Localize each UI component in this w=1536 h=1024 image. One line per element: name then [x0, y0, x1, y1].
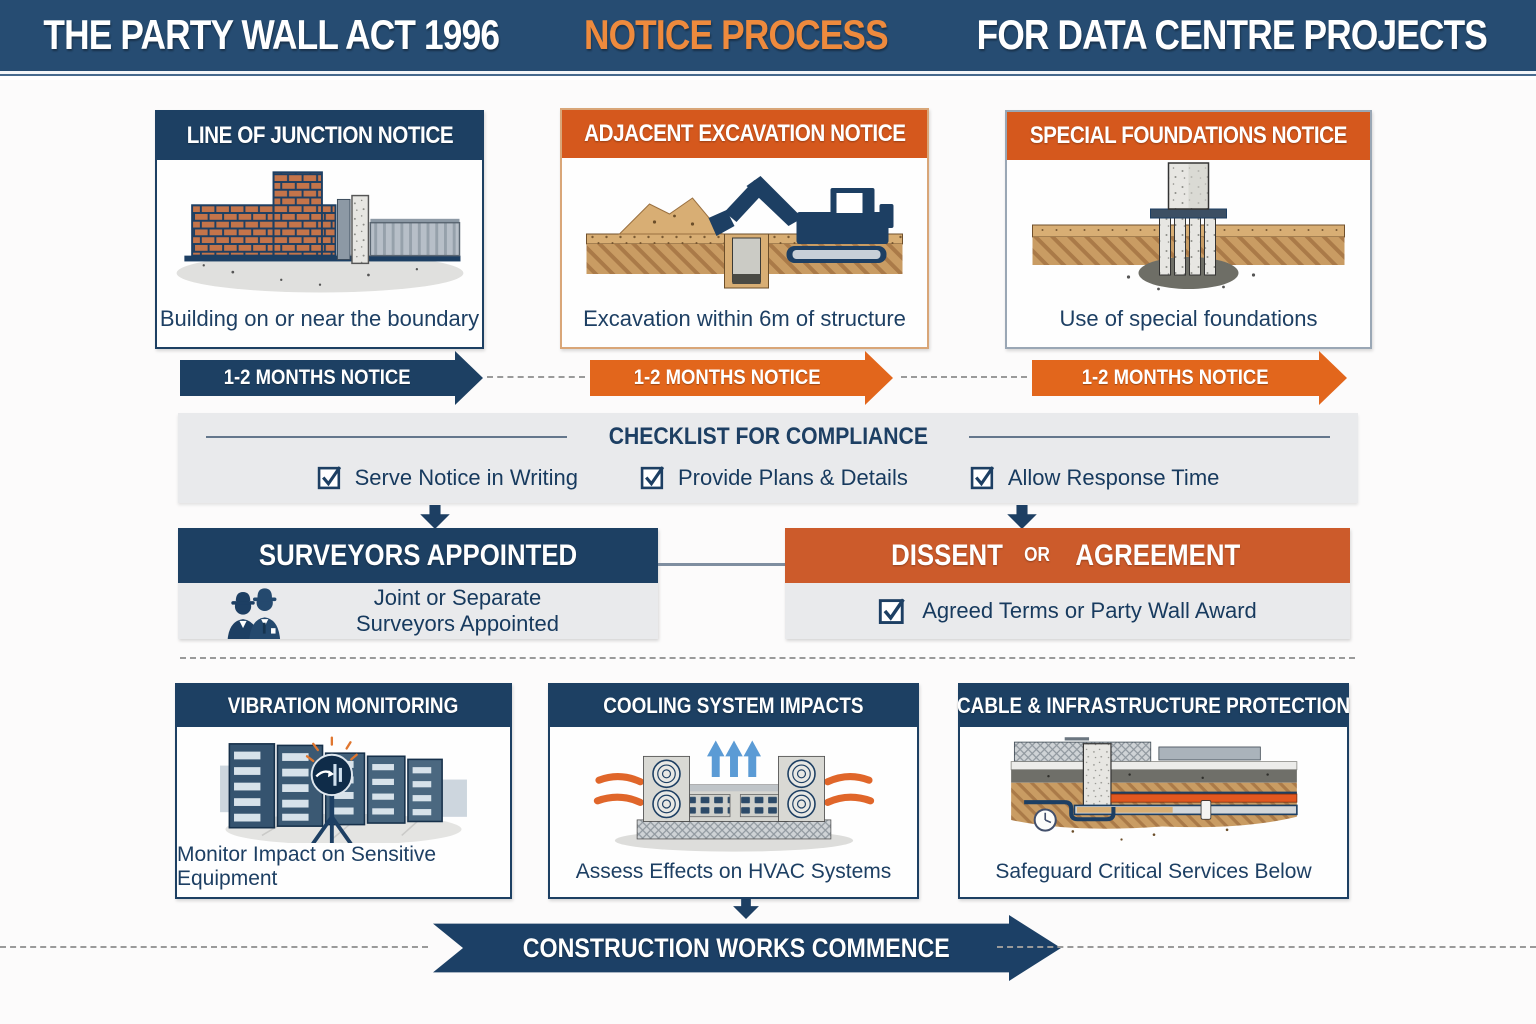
dashed-guide-right: [997, 946, 1536, 948]
divider-line: [206, 436, 567, 438]
divider-line: [969, 436, 1331, 438]
notice-card-title: LINE OF JUNCTION NOTICE: [186, 122, 453, 149]
surveyors-appointed-header: SURVEYORS APPOINTED: [178, 528, 658, 583]
compliance-checklist-panel: CHECKLIST FOR COMPLIANCE Serve Notice in…: [178, 413, 1358, 503]
impact-card-vibration-monitoring: VIBRATION MONITORING: [175, 683, 512, 899]
surveyors-appointed-text: Joint or Separate Surveyors Appointed: [355, 585, 560, 636]
arrow-head-icon: [1319, 351, 1347, 405]
construction-commence-banner: CONSTRUCTION WORKS COMMENCE: [433, 915, 1061, 981]
checklist-title: CHECKLIST FOR COMPLIANCE: [608, 423, 928, 450]
dashed-connector: [901, 376, 1027, 378]
impact-card-caption: Monitor Impact on Sensitive Equipment: [177, 843, 437, 890]
hvac-units-icon: [593, 739, 874, 852]
impact-card-title: VIBRATION MONITORING: [228, 693, 459, 718]
impact-card-cable-protection: CABLE & INFRASTRUCTURE PROTECTION: [956, 683, 1351, 899]
notice-card-illustration-area: [1007, 160, 1370, 297]
notice-period-arrow-2: 1-2 MONTHS NOTICE: [590, 351, 893, 405]
notice-period-arrow-3: 1-2 MONTHS NOTICE: [1032, 351, 1347, 405]
notice-card-line-of-junction: LINE OF JUNCTION NOTICE Building on or n…: [155, 110, 484, 349]
page-title-highlight: NOTICE PROCESS: [583, 11, 889, 58]
down-arrow-icon: [1004, 505, 1040, 534]
agreement-title: AGREEMENT: [1075, 538, 1240, 572]
dashed-guide-left: [0, 946, 428, 948]
page-title-part2: FOR DATA CENTRE PROJECTS: [976, 11, 1488, 58]
brick-wall-boundary-icon: [176, 171, 463, 293]
notice-card-illustration-area: [157, 160, 482, 297]
checkbox-checked-icon: [640, 466, 665, 490]
impact-card-caption: Safeguard Critical Services Below: [995, 860, 1312, 883]
impact-card-illustration-area: [550, 727, 917, 853]
surveyors-appointed-title: SURVEYORS APPOINTED: [258, 538, 578, 572]
dissent-title: DISSENT: [890, 538, 1003, 572]
construction-commence-label: CONSTRUCTION WORKS COMMENCE: [522, 932, 950, 963]
server-racks-sensor-icon: [220, 736, 467, 843]
impact-card-header: CABLE & INFRASTRUCTURE PROTECTION: [956, 685, 1351, 727]
notice-card-header: LINE OF JUNCTION NOTICE: [157, 112, 482, 160]
arrow-bar: 1-2 MONTHS NOTICE: [1032, 360, 1319, 396]
impact-card-header: VIBRATION MONITORING: [177, 685, 510, 727]
dissent-agreement-box: DISSENT or AGREEMENT Agreed Terms or Par…: [785, 528, 1350, 639]
arrow-head-icon: [455, 351, 483, 405]
dashed-connector: [487, 376, 585, 378]
section-separator: [180, 657, 1355, 659]
excavator-trench-icon: [586, 175, 903, 288]
notice-card-special-foundations: SPECIAL FOUNDATIONS NOTICE Use of specia…: [1005, 110, 1372, 349]
impact-card-illustration-area: [960, 727, 1347, 853]
piled-foundation-icon: [1032, 161, 1345, 290]
notice-card-caption: Excavation within 6m of structure: [583, 306, 906, 331]
checklist-item-label: Provide Plans & Details: [677, 464, 908, 490]
checklist-items: Serve Notice in Writing Provide Plans & …: [178, 464, 1358, 491]
notice-period-arrow-1: 1-2 MONTHS NOTICE: [180, 351, 483, 405]
impact-card-title: COOLING SYSTEM IMPACTS: [603, 693, 864, 718]
dissent-agreement-body: Agreed Terms or Party Wall Award: [785, 583, 1350, 639]
impact-card-header: COOLING SYSTEM IMPACTS: [550, 685, 917, 727]
impact-card-cooling-system: COOLING SYSTEM IMPACTS: [548, 683, 919, 899]
down-arrow-icon: [417, 505, 453, 534]
header-band: THE PARTY WALL ACT 1996 NOTICE PROCESS F…: [0, 0, 1536, 80]
surveyors-icon: [227, 588, 281, 639]
dissent-agreement-text: Agreed Terms or Party Wall Award: [922, 598, 1257, 623]
checklist-item-label: Allow Response Time: [1007, 464, 1220, 490]
buried-cables-icon: [1010, 737, 1298, 841]
arrow-head-icon: [865, 351, 893, 405]
notice-card-header: SPECIAL FOUNDATIONS NOTICE: [1007, 112, 1370, 160]
notice-card-caption: Use of special foundations: [1059, 306, 1318, 331]
header-divider: [0, 70, 1536, 80]
notice-card-title: SPECIAL FOUNDATIONS NOTICE: [1029, 122, 1348, 149]
notice-card-header: ADJACENT EXCAVATION NOTICE: [562, 110, 927, 158]
surveyors-appointed-body: Joint or Separate Surveyors Appointed: [178, 583, 658, 639]
box-connector-line: [658, 563, 785, 566]
checkbox-checked-icon: [317, 466, 341, 490]
checklist-title-row: CHECKLIST FOR COMPLIANCE: [178, 413, 1358, 451]
checklist-item: Provide Plans & Details: [640, 464, 908, 491]
arrow-label: 1-2 MONTHS NOTICE: [224, 366, 411, 389]
checklist-item-label: Serve Notice in Writing: [354, 464, 578, 490]
impact-card-title: CABLE & INFRASTRUCTURE PROTECTION: [956, 693, 1351, 718]
page-title-part1: THE PARTY WALL ACT 1996: [43, 11, 500, 58]
arrow-bar: 1-2 MONTHS NOTICE: [180, 360, 455, 396]
checkbox-checked-icon: [879, 598, 905, 624]
impact-card-illustration-area: [177, 727, 510, 843]
notice-card-illustration-area: [562, 158, 927, 297]
arrow-label: 1-2 MONTHS NOTICE: [1082, 366, 1269, 389]
or-title: or: [1023, 544, 1050, 566]
checkbox-checked-icon: [970, 466, 994, 490]
checklist-item: Serve Notice in Writing: [317, 464, 578, 491]
dissent-agreement-header: DISSENT or AGREEMENT: [785, 528, 1350, 583]
page-title: THE PARTY WALL ACT 1996 NOTICE PROCESS F…: [0, 0, 1536, 70]
down-arrow-icon: [731, 898, 761, 924]
impact-card-caption: Assess Effects on HVAC Systems: [575, 860, 892, 883]
notice-card-title: ADJACENT EXCAVATION NOTICE: [583, 120, 906, 147]
arrow-label: 1-2 MONTHS NOTICE: [634, 366, 821, 389]
notice-card-adjacent-excavation: ADJACENT EXCAVATION NOTICE: [560, 108, 929, 349]
surveyors-appointed-box: SURVEYORS APPOINTED Joint or Separate Su…: [178, 528, 658, 639]
notice-card-caption: Building on or near the boundary: [159, 306, 480, 331]
arrow-bar: 1-2 MONTHS NOTICE: [590, 360, 865, 396]
checklist-item: Allow Response Time: [970, 464, 1220, 491]
